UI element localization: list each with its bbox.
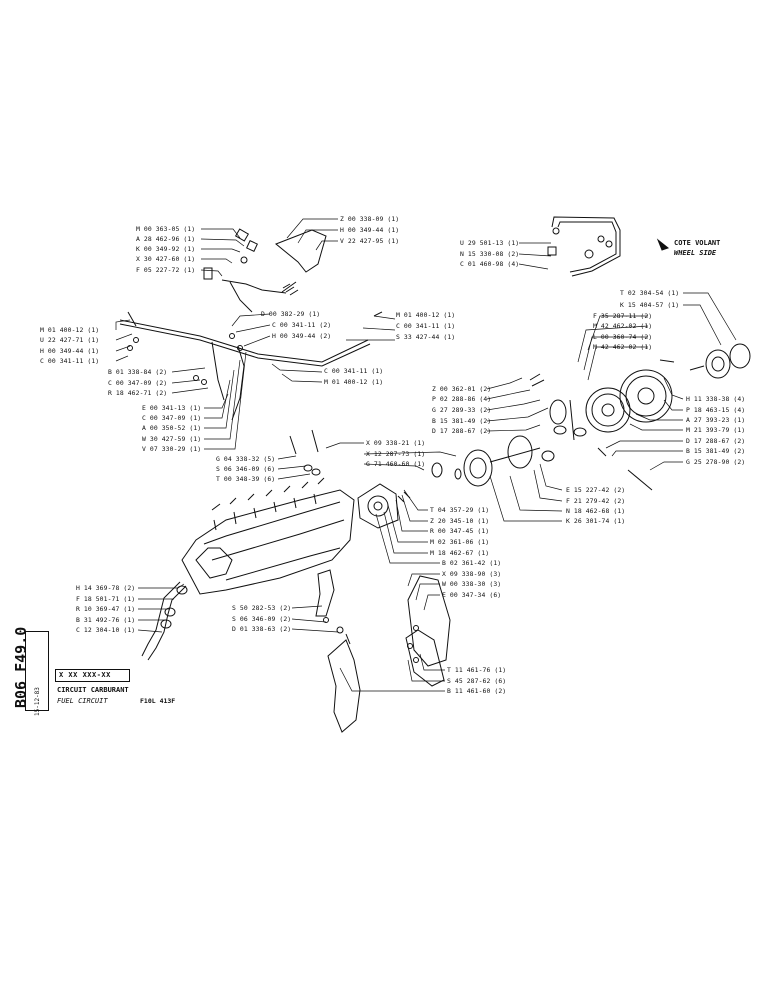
part-label: M 01 400-12 (1) bbox=[324, 378, 384, 386]
part-label: C 00 341-11 (2) bbox=[272, 321, 332, 329]
part-label: M 00 363-05 (1) bbox=[136, 225, 196, 233]
part-label: E 00 347-34 (6) bbox=[442, 591, 502, 599]
part-label: C 12 304-10 (1) bbox=[76, 626, 136, 634]
part-label: S 50 282-53 (2) bbox=[232, 604, 292, 612]
part-label: W 00 338-30 (3) bbox=[442, 580, 502, 588]
part-label: H 14 369-78 (2) bbox=[76, 584, 136, 592]
part-label: L 00 360-74 (2) bbox=[593, 333, 653, 341]
part-label: T 04 357-29 (1) bbox=[430, 506, 490, 514]
part-label: V 22 427-95 (1) bbox=[340, 237, 400, 245]
title-french: CIRCUIT CARBURANT bbox=[57, 686, 129, 694]
part-label: M 02 361-06 (1) bbox=[430, 538, 490, 546]
part-label: S 45 287-62 (6) bbox=[447, 677, 507, 685]
part-label: A 28 462-96 (1) bbox=[136, 235, 196, 243]
part-label: M 01 400-12 (1) bbox=[40, 326, 100, 334]
part-label: T 00 348-39 (6) bbox=[216, 475, 276, 483]
part-label: V 07 330-29 (1) bbox=[142, 445, 202, 453]
part-label: G 25 278-90 (2) bbox=[686, 458, 746, 466]
part-label: G 27 289-33 (2) bbox=[432, 406, 492, 414]
part-label: S 06 346-09 (2) bbox=[232, 615, 292, 623]
part-label: H 00 349-44 (2) bbox=[272, 332, 332, 340]
part-label: M 21 393-79 (1) bbox=[686, 426, 746, 434]
part-label: B 31 492-76 (1) bbox=[76, 616, 136, 624]
part-label: C 00 341-11 (1) bbox=[40, 357, 100, 365]
part-label: F 18 501-71 (1) bbox=[76, 595, 136, 603]
part-label: M 01 400-12 (1) bbox=[396, 311, 456, 319]
part-label: Z 00 362-01 (2) bbox=[432, 385, 492, 393]
part-label: C 00 341-11 (1) bbox=[324, 367, 384, 375]
part-label: P 02 288-86 (4) bbox=[432, 395, 492, 403]
part-label: F 05 227-72 (1) bbox=[136, 266, 196, 274]
part-label: K 15 404-57 (1) bbox=[620, 301, 680, 309]
document-reference-frame bbox=[25, 631, 49, 711]
part-label: R 10 369-47 (1) bbox=[76, 605, 136, 613]
part-label: M 42 462-02 (1) bbox=[593, 343, 653, 351]
part-label: U 29 501-13 (1) bbox=[460, 239, 520, 247]
part-label: G 71 460-60 (1) bbox=[366, 460, 426, 468]
document-date: 15-12-83 bbox=[34, 687, 41, 716]
part-label: M 42 462-02 (1) bbox=[593, 322, 653, 330]
part-label: X 30 427-60 (1) bbox=[136, 255, 196, 263]
part-label: U 22 427-71 (1) bbox=[40, 336, 100, 344]
part-label: A 00 350-52 (1) bbox=[142, 424, 202, 432]
part-label: Z 00 338-09 (1) bbox=[340, 215, 400, 223]
part-code: X XX XXX-XX bbox=[55, 669, 130, 682]
part-label: H 00 349-44 (1) bbox=[340, 226, 400, 234]
part-label: N 15 330-08 (2) bbox=[460, 250, 520, 258]
part-label: D 01 338-63 (2) bbox=[232, 625, 292, 633]
part-label: S 33 427-44 (1) bbox=[396, 333, 456, 341]
part-label: D 17 288-67 (2) bbox=[432, 427, 492, 435]
part-label: S 06 346-09 (6) bbox=[216, 465, 276, 473]
part-label: T 02 304-54 (1) bbox=[620, 289, 680, 297]
part-label: W 30 427-59 (1) bbox=[142, 435, 202, 443]
part-label: B 02 361-42 (1) bbox=[442, 559, 502, 567]
part-label: E 00 341-13 (1) bbox=[142, 404, 202, 412]
engine-model: F10L 413F bbox=[140, 697, 176, 705]
part-label: X 12 287-73 (1) bbox=[366, 450, 426, 458]
part-label: M 18 462-67 (1) bbox=[430, 549, 490, 557]
part-label: B 01 338-84 (2) bbox=[108, 368, 168, 376]
part-label: C 00 347-09 (1) bbox=[142, 414, 202, 422]
part-label: Z 20 345-10 (1) bbox=[430, 517, 490, 525]
orientation-label-fr: COTE VOLANT bbox=[674, 239, 721, 247]
part-label: B 11 461-60 (2) bbox=[447, 687, 507, 695]
part-label: A 27 393-23 (1) bbox=[686, 416, 746, 424]
part-label: C 01 460-98 (4) bbox=[460, 260, 520, 268]
part-label: C 00 347-09 (2) bbox=[108, 379, 168, 387]
part-label: B 15 381-49 (2) bbox=[432, 417, 492, 425]
part-label: K 00 349-92 (1) bbox=[136, 245, 196, 253]
part-label: H 00 349-44 (1) bbox=[40, 347, 100, 355]
part-label: X 09 338-90 (3) bbox=[442, 570, 502, 578]
part-label: R 18 462-71 (2) bbox=[108, 389, 168, 397]
part-label: P 18 463-15 (4) bbox=[686, 406, 746, 414]
part-label: H 11 338-38 (4) bbox=[686, 395, 746, 403]
part-label: G 04 338-32 (5) bbox=[216, 455, 276, 463]
part-label: D 00 382-29 (1) bbox=[261, 310, 321, 318]
part-label: X 09 338-21 (1) bbox=[366, 439, 426, 447]
part-label: C 00 341-11 (1) bbox=[396, 322, 456, 330]
part-label: T 11 461-76 (1) bbox=[447, 666, 507, 674]
part-label: D 17 288-67 (2) bbox=[686, 437, 746, 445]
orientation-label-en: WHEEL SIDE bbox=[674, 249, 717, 257]
part-label: K 26 301-74 (1) bbox=[566, 517, 626, 525]
document-reference: B06 F49.0 bbox=[12, 626, 30, 708]
part-label: B 15 381-49 (2) bbox=[686, 447, 746, 455]
part-label: R 00 347-45 (1) bbox=[430, 527, 490, 535]
title-english: FUEL CIRCUIT bbox=[57, 697, 108, 705]
part-label: N 18 462-68 (1) bbox=[566, 507, 626, 515]
part-label: F 35 287-11 (2) bbox=[593, 312, 653, 320]
part-label: E 15 227-42 (2) bbox=[566, 486, 626, 494]
part-label: F 21 279-42 (2) bbox=[566, 497, 626, 505]
